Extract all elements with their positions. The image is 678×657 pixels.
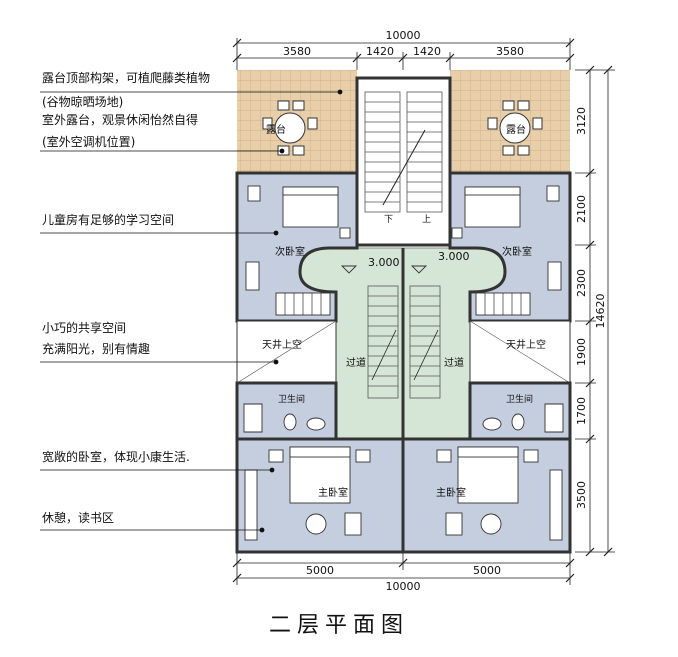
master-bedroom-right-label: 主卧室	[436, 486, 466, 499]
dim-right-total: 14620	[594, 294, 607, 329]
dim-bottom-total: 10000	[386, 580, 421, 593]
annotation-ac-position: (室外空调机位置)	[42, 135, 136, 149]
dim-right-seg-3: 2300	[575, 269, 588, 297]
stair-down-label: 下	[384, 215, 393, 225]
dim-bottom-seg-1: 5000	[306, 564, 334, 577]
bathroom-fixtures	[243, 403, 564, 433]
dimension-labels: 10000 3580 1420 1420 3580 5000 5000 1000…	[283, 29, 607, 593]
annotation-outdoor-terrace: 室外露台，观景休闲怡然自得	[42, 113, 199, 127]
annotation-grain-drying: (谷物晾晒场地)	[42, 95, 124, 109]
dimension-ticks	[232, 38, 613, 583]
corridor-left-label: 过道	[346, 356, 366, 369]
terrace-left-label: 露台	[266, 123, 286, 136]
dim-right-seg-2: 2100	[575, 195, 588, 223]
stair-treads-top	[364, 91, 443, 213]
stair-up-label: 上	[422, 214, 431, 225]
dim-top-seg-2: 1420	[366, 45, 394, 58]
dim-top-total: 10000	[386, 29, 421, 42]
level-markers	[340, 265, 428, 274]
light-well-right-label: 天井上空	[506, 338, 546, 351]
annotation-reading-area: 休憩，读书区	[42, 511, 115, 525]
level-left: 3.000	[368, 256, 400, 269]
dim-top-seg-4: 3580	[496, 45, 524, 58]
corridor-right-label: 过道	[444, 356, 464, 369]
second-bedroom-right-label: 次卧室	[502, 245, 532, 258]
dim-right-seg-5: 1700	[575, 397, 588, 425]
stair-treads-central	[367, 285, 441, 399]
annotation-shared-space: 小巧的共享空间	[42, 321, 127, 335]
annotation-terrace-frame: 露台顶部构架，可植爬藤类植物	[42, 71, 211, 85]
leader-lines	[40, 89, 343, 533]
dim-right-seg-4: 1900	[575, 338, 588, 366]
master-bedroom-furniture	[244, 446, 563, 541]
dim-top-seg-3: 1420	[413, 45, 441, 58]
annotation-spacious-bedroom: 宽敞的卧室，体现小康生活.	[42, 450, 190, 464]
dim-top-seg-1: 3580	[283, 45, 311, 58]
stair-tower	[355, 76, 452, 247]
second-bedroom-furniture	[245, 185, 562, 316]
annotation-children-room: 儿童房有足够的学习空间	[42, 213, 175, 227]
dimension-lines	[236, 38, 615, 585]
level-right: 3.000	[438, 250, 470, 263]
dim-bottom-seg-2: 5000	[473, 564, 501, 577]
dim-right-seg-1: 3120	[575, 107, 588, 135]
bathroom-right-label: 卫生间	[506, 393, 533, 405]
annotation-sunlight: 充满阳光，别有情趣	[42, 342, 151, 356]
second-bedroom-left-label: 次卧室	[275, 245, 305, 258]
page-title: 二层平面图	[268, 613, 409, 638]
terrace-right-label: 露台	[506, 123, 526, 136]
bathroom-left-label: 卫生间	[278, 393, 305, 405]
light-well-left-label: 天井上空	[262, 338, 302, 351]
master-bedroom-left-label: 主卧室	[318, 486, 348, 499]
dim-right-seg-6: 3500	[575, 481, 588, 509]
wardrobe-lines	[284, 293, 522, 315]
